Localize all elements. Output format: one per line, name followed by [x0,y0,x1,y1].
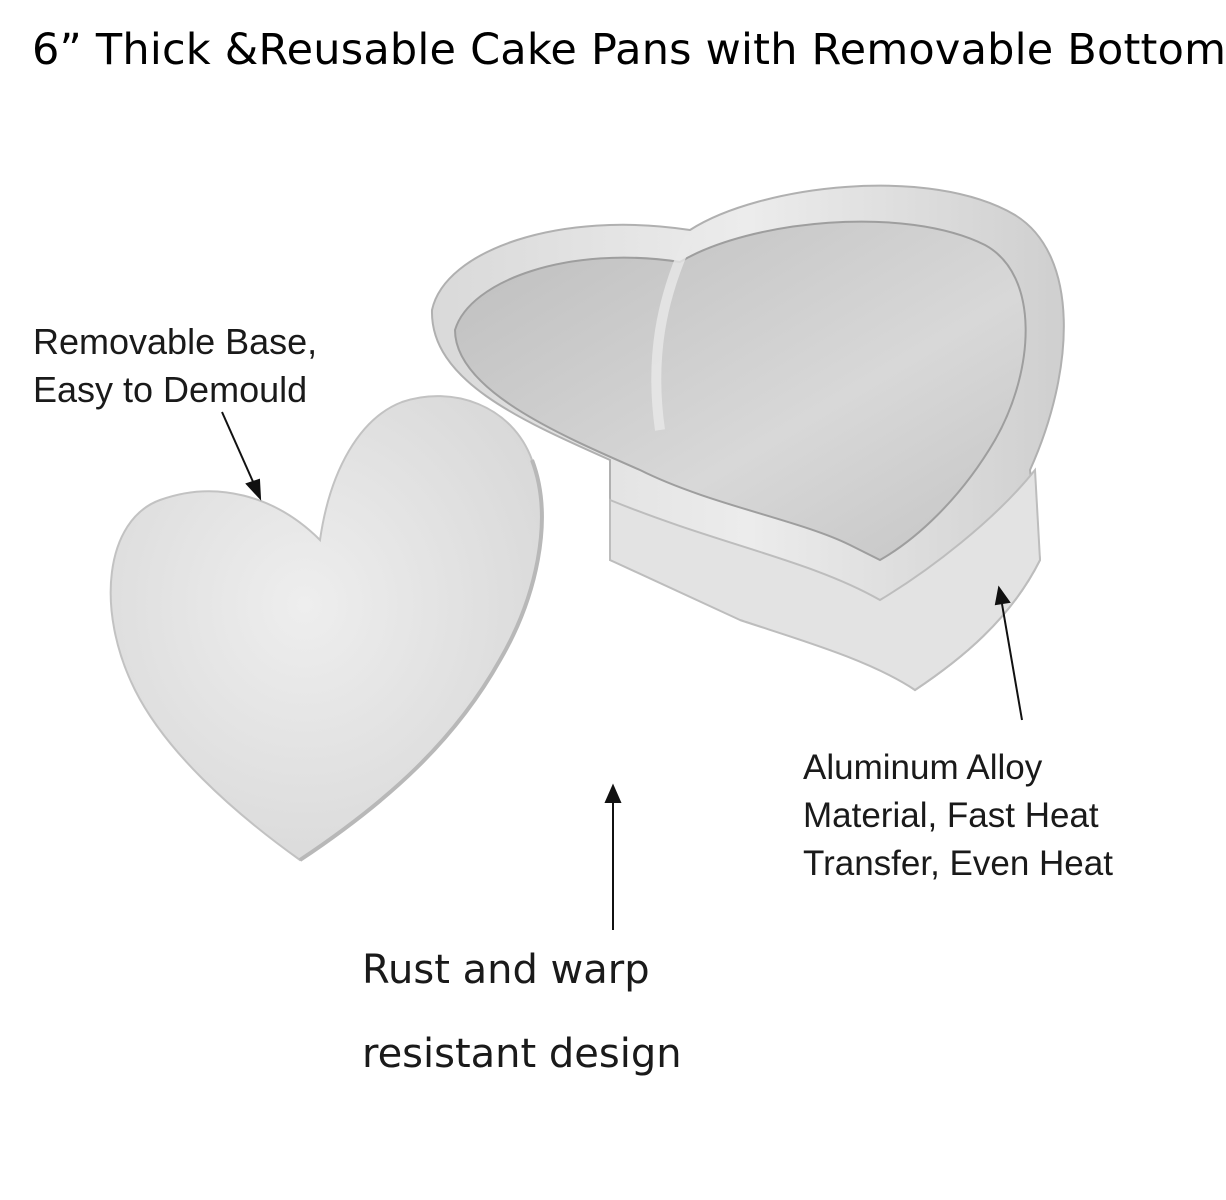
callout-aluminum-alloy: Aluminum Alloy Material, Fast Heat Trans… [803,744,1113,888]
callout-line: Transfer, Even Heat [803,844,1113,883]
callout-line: Easy to Demould [33,369,308,410]
pan-lower-band [609,467,1042,692]
arrow-rust [604,783,622,930]
pan-cleft-ridge [651,233,695,431]
arrow-base [221,411,262,501]
callout-line: Material, Fast Heat [803,796,1099,835]
heart-base-plate [109,395,543,862]
callout-rust-resistant: Rust and warp resistant design [362,928,682,1096]
product-title: 6” Thick &Reusable Cake Pans with Remova… [32,25,1226,75]
callout-line: resistant design [362,1031,682,1077]
heart-pan-ring [430,184,1065,692]
callout-line: Aluminum Alloy [803,748,1043,787]
callout-removable-base: Removable Base, Easy to Demould [33,318,317,414]
product-illustration [109,184,1065,930]
callout-arrows [221,411,1023,930]
arrow-alloy [994,585,1023,721]
callout-line: Rust and warp [362,947,650,993]
heart-base-shadow-edge [298,459,544,862]
callout-line: Removable Base, [33,321,318,362]
